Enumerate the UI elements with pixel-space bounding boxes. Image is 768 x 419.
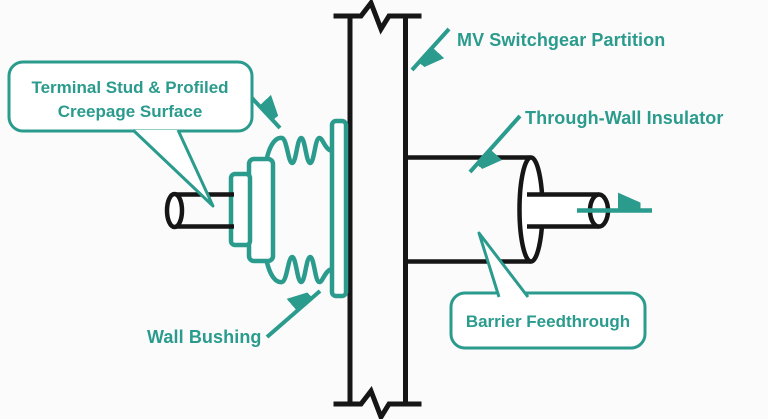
terminal-stud-label-line2: Creepage Surface xyxy=(58,102,203,121)
through-wall-arrow xyxy=(468,114,522,172)
creepage-wave-top xyxy=(263,135,337,166)
wall-bushing-arrow xyxy=(265,291,322,339)
label-mv-partition: MV Switchgear Partition xyxy=(410,27,665,70)
left-terminal-stud xyxy=(164,191,234,230)
callout-barrier-tail xyxy=(477,231,530,298)
callout-terminal-stud: Terminal Stud & Profiled Creepage Surfac… xyxy=(7,60,280,208)
mv-partition-label: MV Switchgear Partition xyxy=(457,30,665,50)
callout-barrier-box xyxy=(449,291,647,350)
terminal-stud-arrow xyxy=(250,98,280,130)
bushing-flange xyxy=(329,118,349,299)
wall-bushing-label: Wall Bushing xyxy=(147,327,262,347)
through-wall-label: Through-Wall Insulator xyxy=(525,108,724,128)
left-stud-end-cap xyxy=(164,191,185,230)
wall-bottom-break-icon xyxy=(333,385,422,419)
barrier-feedthrough-label: Barrier Feedthrough xyxy=(466,312,630,331)
bushing-collar xyxy=(228,171,253,248)
bushing-body xyxy=(246,156,276,264)
terminal-stud-label-line1: Terminal Stud & Profiled xyxy=(31,78,228,97)
mv-partition-arrow xyxy=(410,27,451,70)
label-through-wall: Through-Wall Insulator xyxy=(468,108,724,172)
callout-terminal-stud-box xyxy=(7,60,254,133)
wall-bushing-shape xyxy=(228,118,349,299)
creepage-wave-bottom xyxy=(263,254,337,285)
wall-top-break-icon xyxy=(333,0,422,35)
callout-barrier-feedthrough: Barrier Feedthrough xyxy=(449,231,647,350)
switchgear-partition-wall xyxy=(333,0,422,419)
label-wall-bushing: Wall Bushing xyxy=(147,291,322,347)
callout-terminal-stud-tail xyxy=(131,128,215,208)
